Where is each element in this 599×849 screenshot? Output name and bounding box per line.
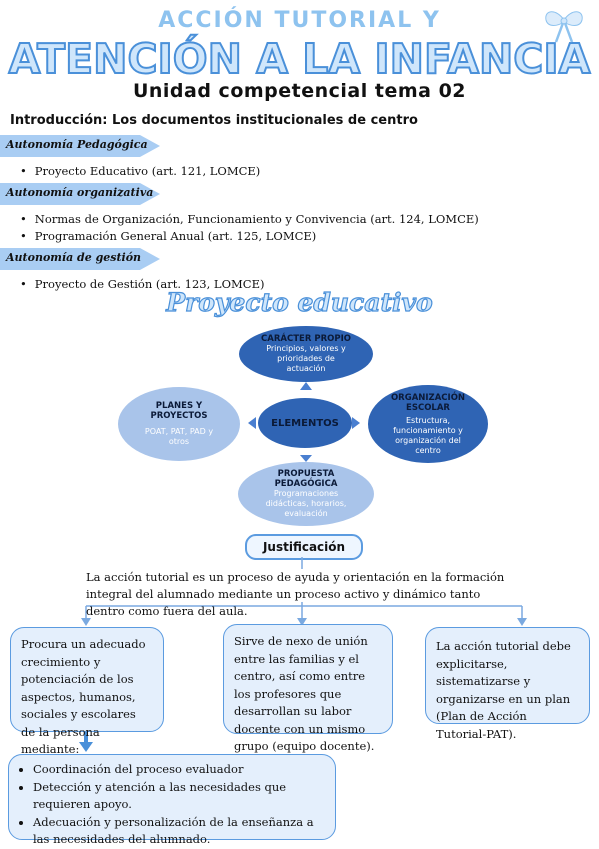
list-item: Proyecto Educativo (art. 121, LOMCE) [20,164,261,178]
arrow-banner-shape [0,248,160,270]
list-item: Proyecto de Gestión (art. 123, LOMCE) [20,277,265,291]
ellipse-propuesta-pedagogica: PROPUESTA PEDAGÓGICA Programaciones didá… [238,462,374,526]
ellipse-planes-proyectos: PLANES Y PROYECTOS POAT, PAT, PAD y otro… [118,387,240,461]
section-label-gestion: Autonomía de gestión [0,248,160,270]
list-item: Normas de Organización, Funcionamiento y… [20,212,479,226]
bow-icon [545,11,583,43]
diagram-title: Proyecto educativo [166,287,434,317]
section-label-pedagogica: Autonomía Pedagógica [0,135,160,157]
intro-heading: Introducción: Los documentos institucion… [10,113,418,128]
box-nexo: Sirve de nexo de unión entre las familia… [223,624,393,753]
box-plan-pat: La acción tutorial debe explicitarse, si… [425,627,590,741]
section-label-organizativa: Autonomía organizativa [0,183,160,205]
subtitle: Unidad competencial tema 02 [132,80,467,102]
title-line-1: ACCIÓN TUTORIAL Y [158,8,441,33]
list-item: Detección y atención a las necesidades q… [33,779,327,814]
ellipse-organizacion-escolar: ORGANIZACIÓN ESCOLAR Estructura, funcion… [368,385,488,463]
list-item: Coordinación del proceso evaluador [33,761,327,779]
ellipse-elementos: ELEMENTOS [258,398,352,448]
bottom-list-box: Coordinación del proceso evaluador Detec… [8,754,336,846]
list-item: Programación General Anual (art. 125, LO… [20,229,317,243]
justificacion-heading: Justificación [245,534,363,560]
list-item: Adecuación y personalización de la enseñ… [33,814,327,849]
arrow-banner-shape [0,135,160,157]
arrow-banner-shape [0,183,160,205]
ellipse-caracter-propio: CARÁCTER PROPIO Principios, valores y pr… [239,326,373,382]
justification-paragraph: La acción tutorial es un proceso de ayud… [86,570,505,618]
box-crecimiento: Procura un adecuado crecimiento y potenc… [10,627,164,756]
title-line-2: ATENCIÓN A LA INFANCIA [8,34,592,84]
